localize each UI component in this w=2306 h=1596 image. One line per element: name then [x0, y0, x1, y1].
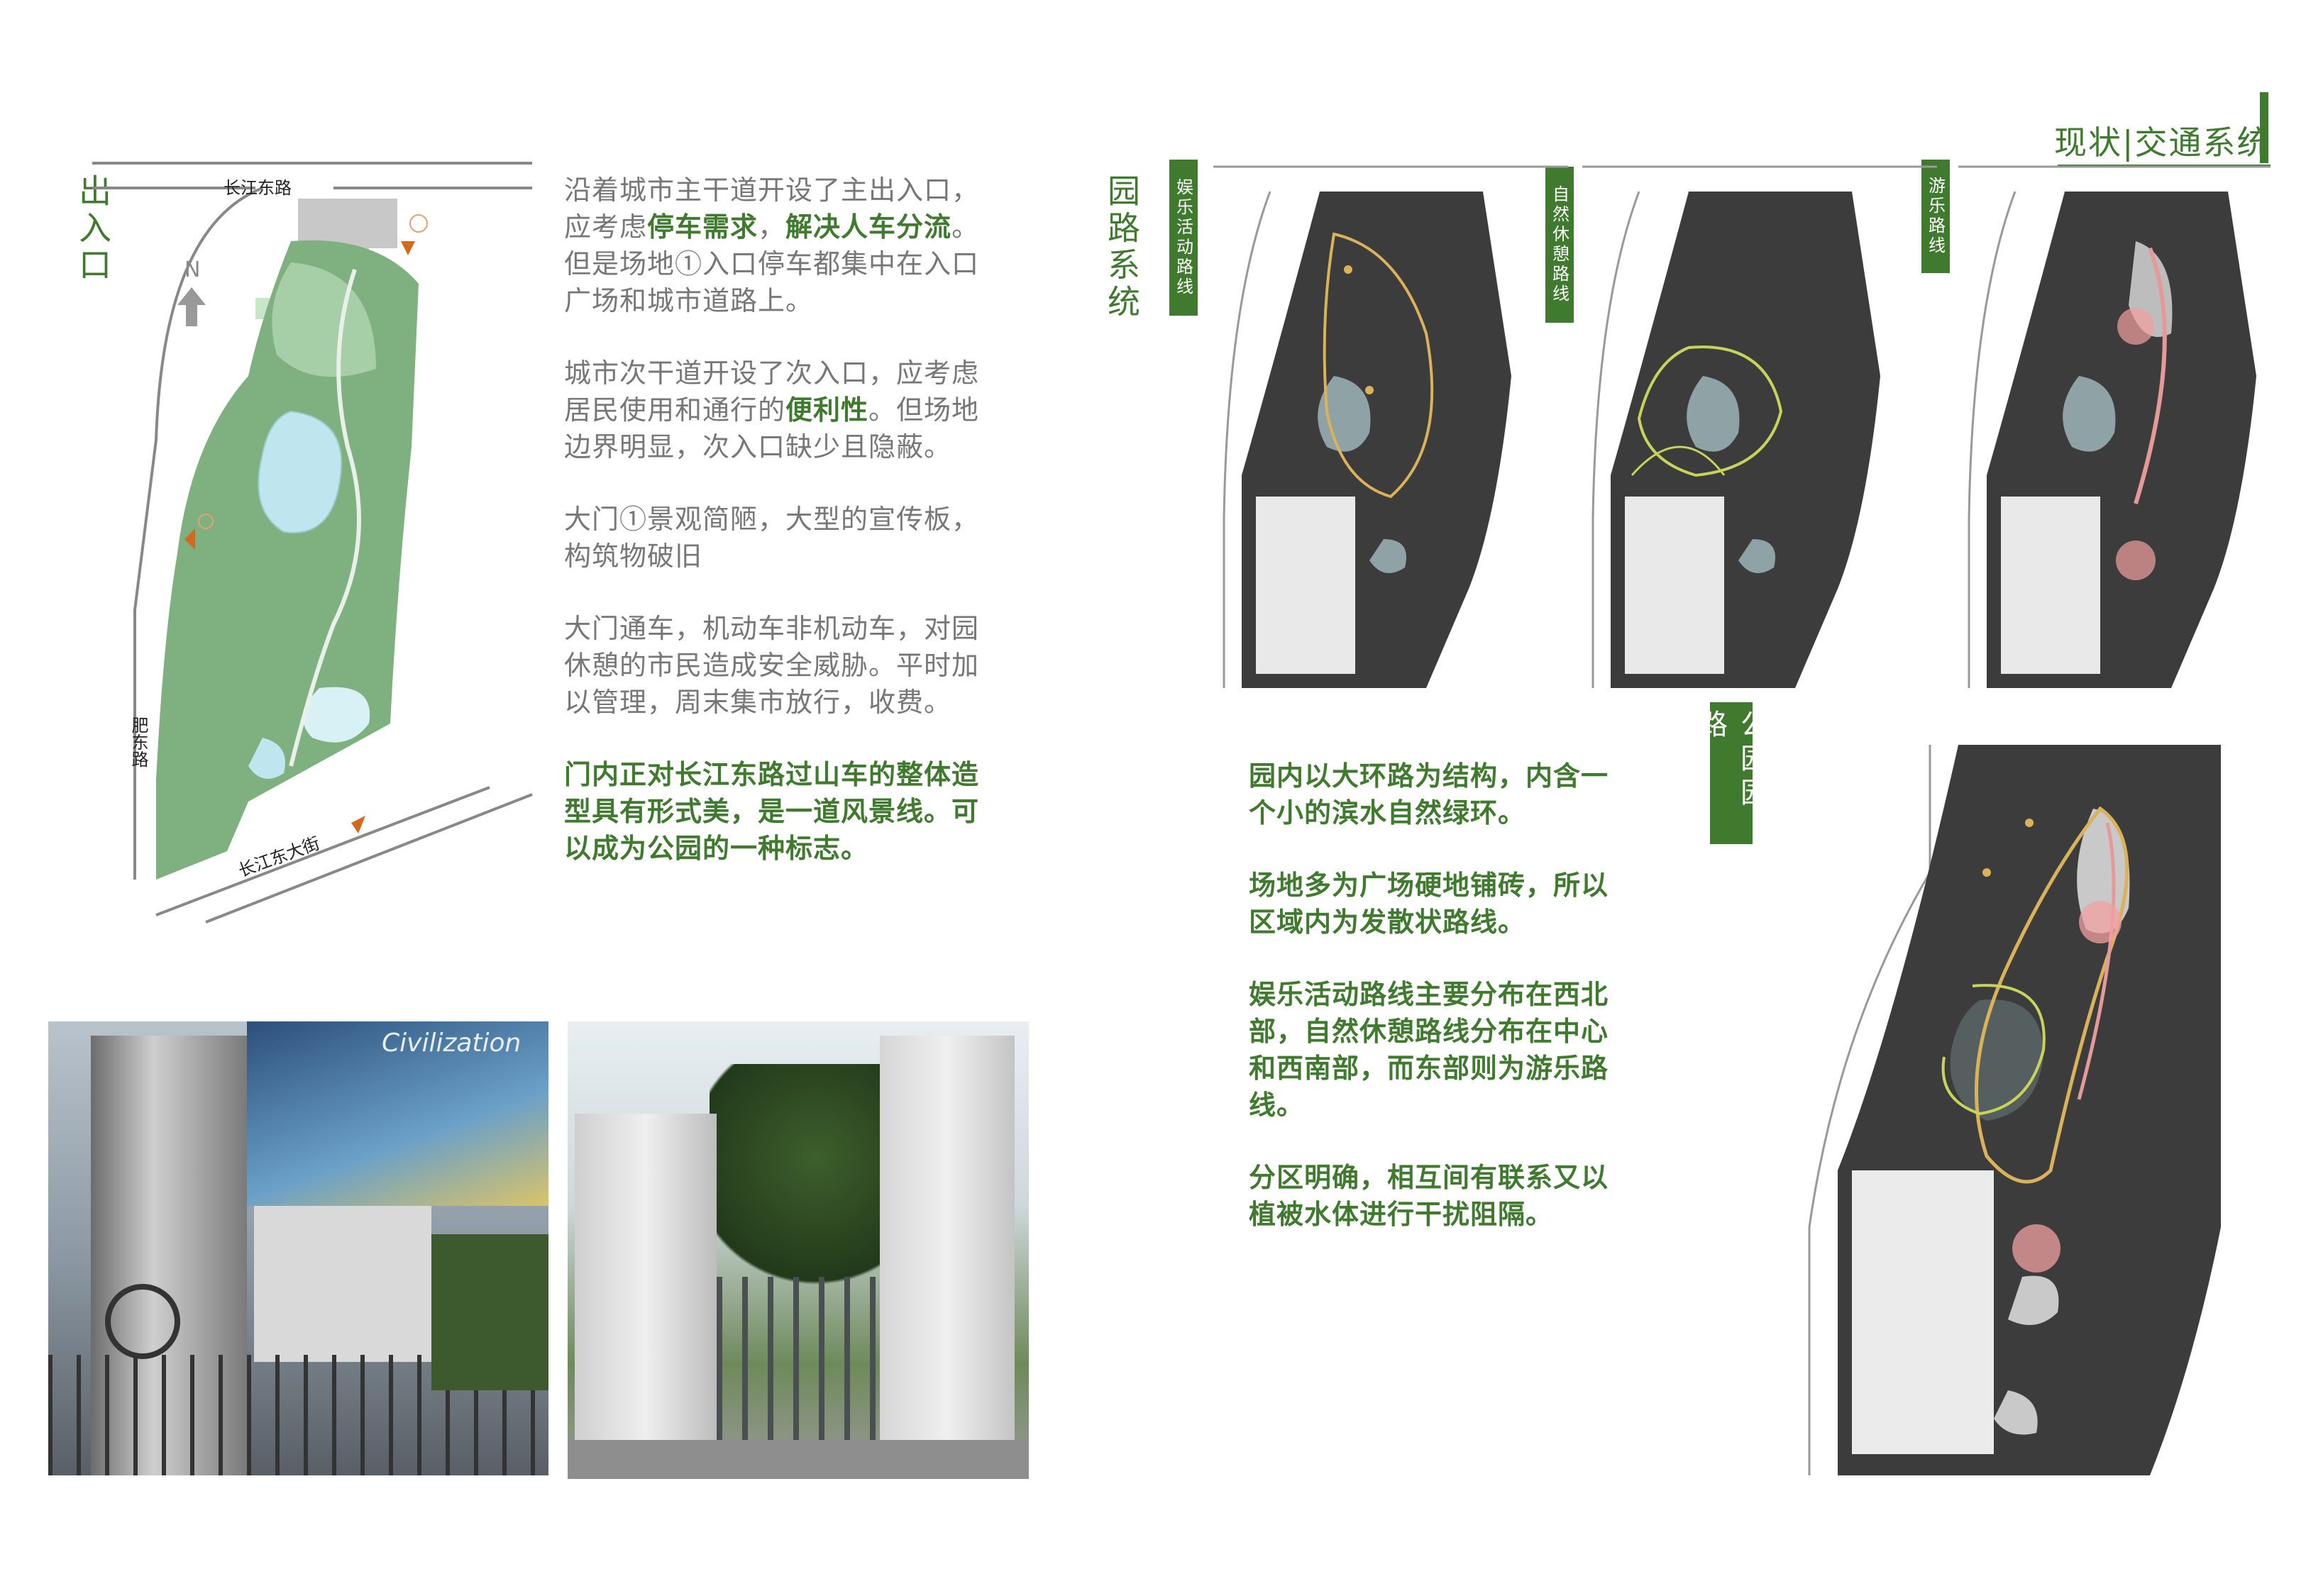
- entrance-paragraph-3: 大门①景观简陋，大型的宣传板，构筑物破旧: [564, 504, 980, 572]
- road-label-feidong-road: 肥东路: [128, 716, 148, 767]
- banner-text: Civilization: [382, 1029, 522, 1058]
- road-label-changjiang-east-road: 长江东路: [224, 178, 292, 198]
- map-tag-nature-rest-route: 自然休憩路线: [1545, 167, 1574, 323]
- entrance-paragraph-1: 沿着城市主干道开设了主出入口，应考虑停车需求，解决人车分流。但是场地①入口停车都…: [564, 174, 980, 316]
- map-entertainment-route: [1213, 165, 1568, 688]
- route-section-title: 园路系统: [1103, 174, 1141, 321]
- map-nature-rest-route: [1582, 165, 1937, 688]
- page-header: 现状|交通系统: [2054, 117, 2271, 164]
- route-paragraph-1: 园内以大环路为结构，内含一个小的滨水自然绿环。: [1249, 760, 1609, 829]
- entrance-description: 沿着城市主干道开设了主出入口，应考虑停车需求，解决人车分流。但是场地①入口停车都…: [564, 172, 1000, 867]
- map-tag-park-roads: 公园园路: [1694, 702, 1768, 844]
- pillars-photo: [568, 1021, 1029, 1479]
- route-paragraph-3: 娱乐活动路线主要分布在西北部，自然休憩路线分布在中心和西南部，而东部则为游乐路线…: [1249, 978, 1609, 1121]
- map-amusement-route: [1958, 165, 2271, 688]
- entrance-section-title: 出入口: [74, 174, 112, 284]
- north-label: N: [184, 257, 200, 282]
- entrance-map: N: [92, 162, 533, 924]
- header-title: 现状|交通系统: [2054, 123, 2271, 162]
- north-arrow-icon: [177, 287, 206, 326]
- map-tag-amusement-route: 游乐路线: [1921, 160, 1950, 273]
- entrance-paragraph-2: 城市次干道开设了次入口，应考虑居民使用和通行的便利性。但场地边界明显，次入口缺少…: [564, 358, 980, 462]
- entrance-paragraph-5: 门内正对长江东路过山车的整体造型具有形式美，是一道风景线。可以成为公园的一种标志…: [564, 758, 980, 864]
- route-paragraph-4: 分区明确，相互间有联系又以植被水体进行干扰阻隔。: [1249, 1161, 1609, 1230]
- map-tag-entertainment-route: 娱乐活动路线: [1169, 160, 1198, 316]
- entrance-marker-icon: [351, 816, 365, 833]
- route-paragraph-2: 场地多为广场硬地铺砖，所以区域内为发散状路线。: [1249, 869, 1609, 938]
- map-park-roads: [1808, 745, 2221, 1475]
- entrance-paragraph-4: 大门通车，机动车非机动车，对园休憩的市民造成安全威胁。平时加以管理，周末集市放行…: [564, 613, 980, 718]
- entrance-marker-icon: [184, 528, 195, 550]
- header-accent-bar: [2260, 92, 2268, 163]
- gate-photo: Civilization: [48, 1021, 548, 1475]
- route-description: 园内以大环路为结构，内含一个小的滨水自然绿环。 场地多为广场硬地铺砖，所以区域内…: [1249, 758, 1618, 1233]
- entrance-marker-icon: [401, 241, 415, 255]
